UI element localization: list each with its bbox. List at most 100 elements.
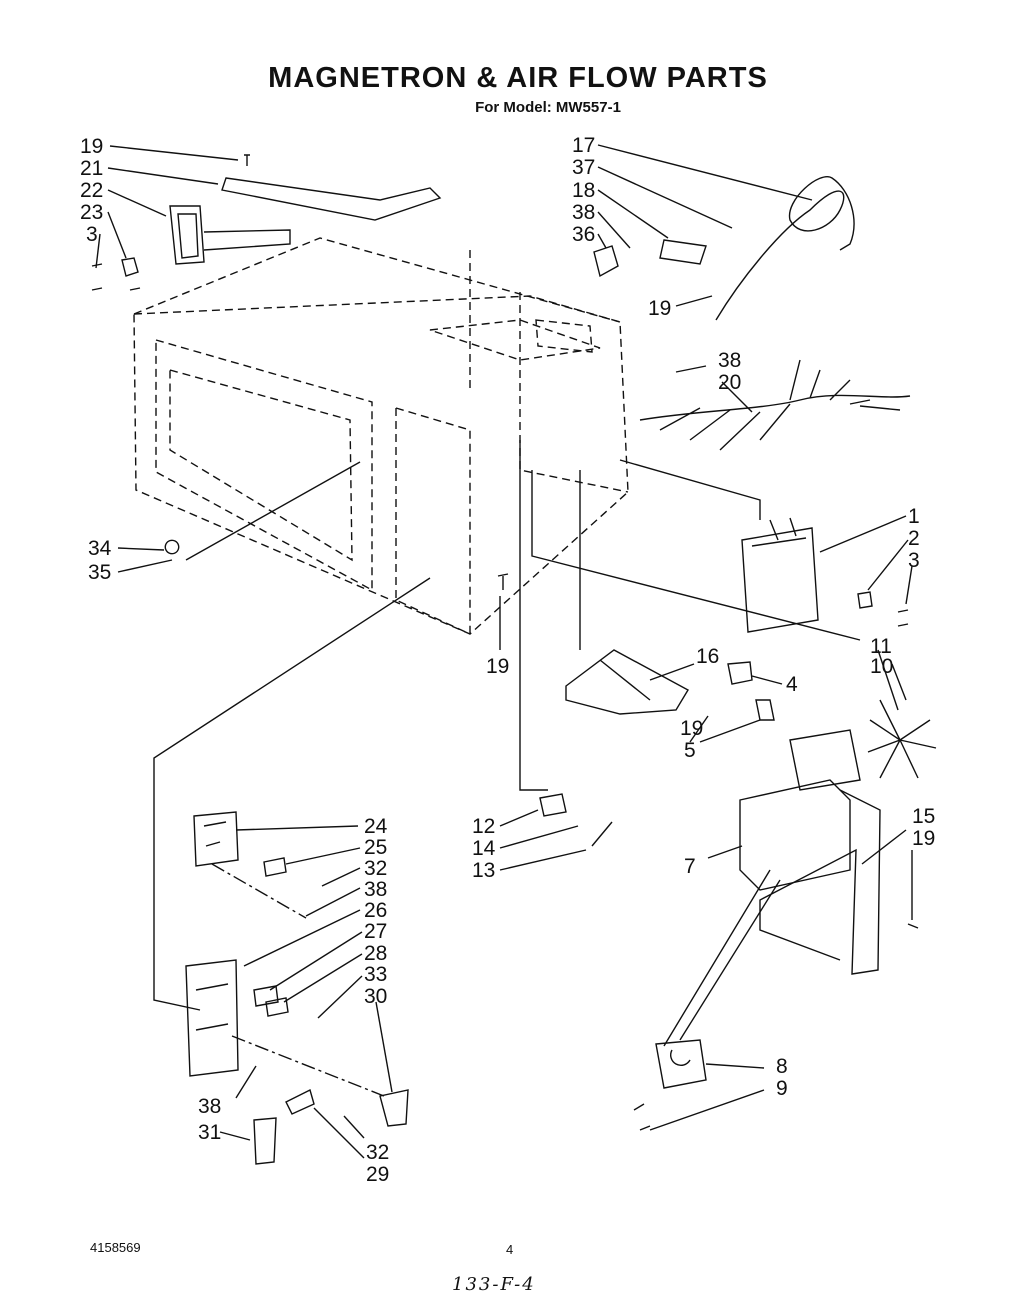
screw <box>633 1103 651 1131</box>
leader-line <box>95 233 101 269</box>
leader-line <box>313 1107 365 1159</box>
leader-line <box>597 189 669 239</box>
leader-line <box>861 829 907 865</box>
part-28-switch <box>253 985 289 1017</box>
part-22-plate <box>203 229 291 251</box>
part-27-bracket <box>185 959 239 1077</box>
part-24-bracket <box>193 811 239 867</box>
leader-line <box>597 144 813 201</box>
leader-line <box>285 847 361 865</box>
page-number: 4 <box>506 1242 514 1257</box>
callout-36: 36 <box>572 223 596 246</box>
part-2-clip <box>857 591 873 609</box>
connection-line <box>679 879 781 1041</box>
callout-38: 38 <box>718 349 742 372</box>
callout-2: 2 <box>908 527 920 550</box>
connection-line <box>231 1035 385 1097</box>
leader-line <box>107 167 219 185</box>
leader-line <box>499 849 587 871</box>
leader-line <box>597 211 631 249</box>
callout-38: 38 <box>198 1095 222 1118</box>
part-16-air-duct <box>565 649 689 715</box>
callout-14: 14 <box>472 837 496 860</box>
callout-30: 30 <box>364 985 388 1008</box>
cabinet-top <box>133 237 621 323</box>
leader-line <box>877 649 899 711</box>
part-29-lever <box>285 1088 315 1115</box>
callout-26: 26 <box>364 899 388 922</box>
leader-line <box>317 975 363 1019</box>
callout-10: 10 <box>870 655 894 678</box>
leader-line <box>705 1063 765 1069</box>
leader-line <box>375 1001 393 1093</box>
leader-line <box>107 189 167 217</box>
callout-16: 16 <box>696 645 720 668</box>
cabinet-inner-front <box>155 339 373 592</box>
document-number: 4158569 <box>90 1240 141 1255</box>
leader-line <box>689 715 709 743</box>
callout-12: 12 <box>472 815 496 838</box>
part-34-nut <box>164 539 180 555</box>
connection-line <box>531 470 861 641</box>
part-30-actuator <box>379 1089 409 1127</box>
leader-line <box>675 365 707 373</box>
callout-22: 22 <box>80 179 104 202</box>
callout-3: 3 <box>86 223 98 246</box>
leader-line <box>699 719 761 743</box>
leader-line <box>751 675 783 685</box>
callout-32: 32 <box>366 1141 390 1164</box>
leader-line <box>867 539 909 591</box>
callout-23: 23 <box>80 201 104 224</box>
callout-19: 19 <box>912 827 936 850</box>
callout-19: 19 <box>486 655 510 678</box>
part-22-bracket <box>169 205 205 265</box>
callout-38: 38 <box>364 878 388 901</box>
part-20-wire-harness <box>639 359 911 451</box>
connection-line <box>519 440 548 791</box>
connection-line <box>619 459 761 520</box>
leader-line <box>235 825 359 831</box>
leader-line <box>243 909 361 967</box>
cabinet-right <box>519 292 629 493</box>
callout-34: 34 <box>88 537 112 560</box>
model-subtitle: For Model: MW557-1 <box>475 99 621 116</box>
part-25-lever <box>263 857 287 877</box>
cabinet-divider <box>395 408 471 635</box>
part-7-air-guide <box>739 729 861 891</box>
part-18-plate <box>659 239 707 265</box>
callout-33: 33 <box>364 963 388 986</box>
callout-7: 7 <box>684 855 696 878</box>
leader-line <box>321 867 361 887</box>
part-21-bar <box>221 177 442 221</box>
leader-line <box>649 663 695 681</box>
screw <box>497 573 509 590</box>
callout-32: 32 <box>364 857 388 880</box>
part-1-magnetron <box>741 517 819 633</box>
handwritten-code: 133-F-4 <box>452 1274 536 1295</box>
part-5-fuse <box>755 699 775 721</box>
part-8-fan-motor <box>655 1039 707 1089</box>
cabinet-outline <box>133 295 629 635</box>
callout-25: 25 <box>364 836 388 859</box>
cabinet-side <box>395 407 471 634</box>
callout-3: 3 <box>908 549 920 572</box>
connection-line <box>663 869 771 1047</box>
leader-line <box>819 515 907 553</box>
part-12-switch <box>539 793 567 817</box>
callout-31: 31 <box>198 1121 222 1144</box>
callout-37: 37 <box>572 156 596 179</box>
callout-8: 8 <box>776 1055 788 1078</box>
callout-5: 5 <box>684 739 696 762</box>
part-17-power-cord <box>715 175 855 321</box>
callout-19: 19 <box>648 297 672 320</box>
diagram-title: MAGNETRON & AIR FLOW PARTS <box>268 62 768 94</box>
callout-20: 20 <box>718 371 742 394</box>
part-13-pin <box>591 821 613 847</box>
leader-line <box>499 825 579 849</box>
callout-15: 15 <box>912 805 936 828</box>
callout-11: 11 <box>870 635 892 658</box>
leader-line <box>109 145 239 161</box>
connection-line <box>211 863 307 919</box>
callout-1: 1 <box>908 505 920 528</box>
